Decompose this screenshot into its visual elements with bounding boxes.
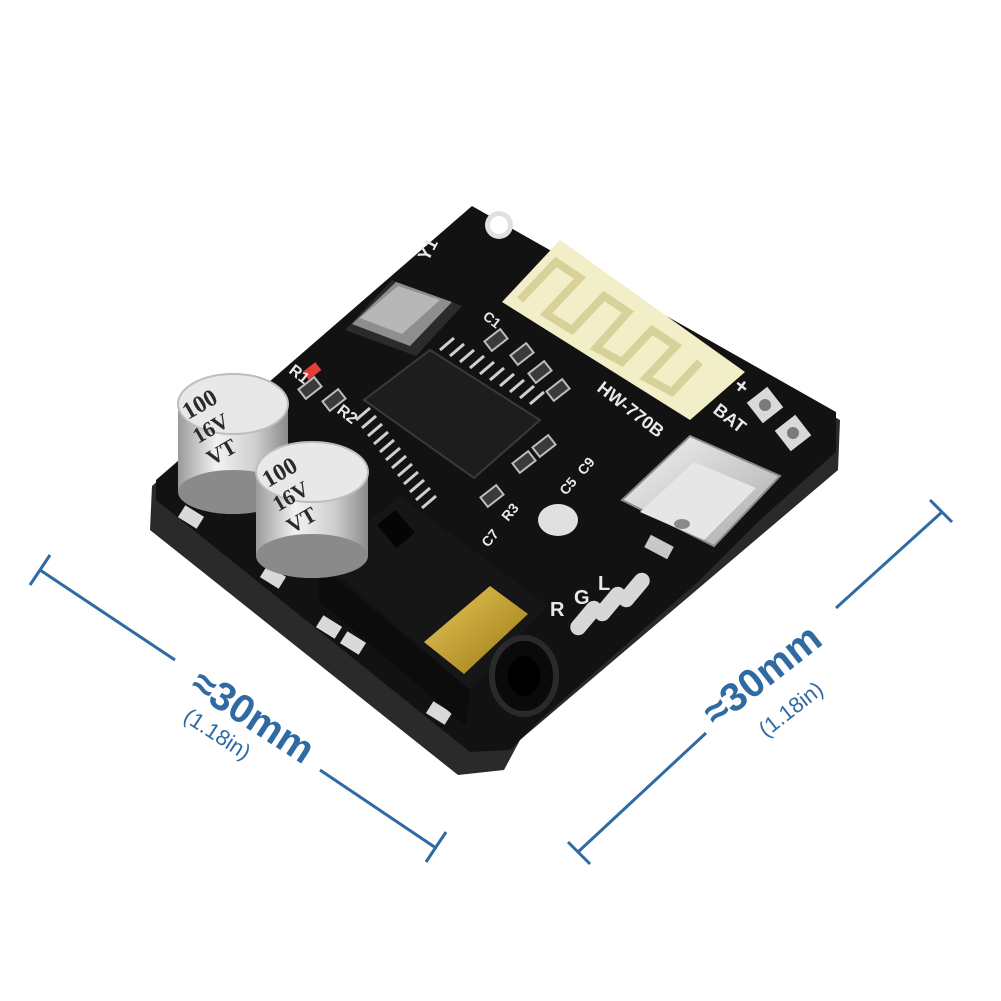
battery-pads [746, 386, 812, 452]
audio-output-pads [570, 572, 650, 636]
edge-castellations [177, 505, 453, 725]
pin-label-g: G [574, 587, 590, 609]
crystal-oscillator [345, 280, 462, 356]
main-ic-chip [355, 336, 545, 510]
pin-label-l: L [598, 573, 610, 595]
capacitor-1: 100 16V VT [177, 373, 289, 514]
micro-usb-port [620, 434, 782, 560]
mounting-hole-center [538, 504, 578, 536]
capacitor-2: 100 16V VT [255, 441, 369, 578]
pin-label-r: R [550, 599, 565, 621]
smd-components [297, 327, 571, 509]
audio-jack [318, 496, 559, 726]
status-led [302, 362, 322, 380]
pcb-board: Y1 [150, 206, 840, 775]
